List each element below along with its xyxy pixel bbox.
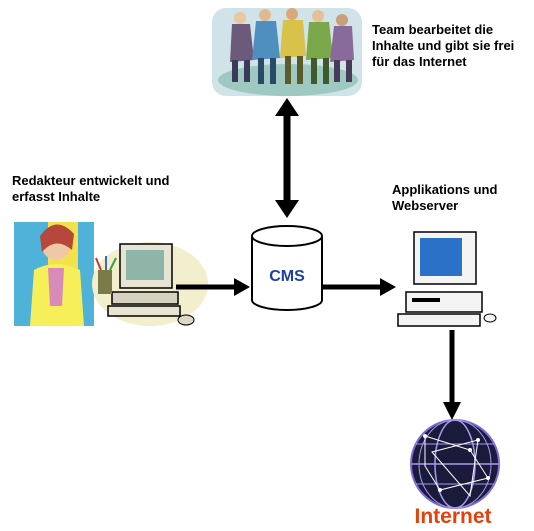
- team-label: Team bearbeitet die Inhalte und gibt sie…: [372, 22, 515, 69]
- team-clipart-icon: [212, 8, 362, 96]
- webserver-computer-icon: [397, 231, 497, 327]
- server-internet-arrow: [443, 330, 461, 420]
- internet-label: Internet: [414, 505, 492, 528]
- cms-label: CMS: [269, 268, 305, 285]
- cms-database-icon: [251, 225, 323, 311]
- webserver-label: Applikations und Webserver: [392, 182, 498, 213]
- globe-icon: [410, 419, 500, 509]
- redakteur-label: Redakteur entwickelt und erfasst Inhalte: [12, 173, 170, 204]
- team-cms-arrow: [275, 98, 299, 218]
- cms-server-arrow: [322, 278, 396, 296]
- redakteur-computer-icon: [14, 222, 208, 326]
- redakteur-cms-arrow: [176, 278, 250, 296]
